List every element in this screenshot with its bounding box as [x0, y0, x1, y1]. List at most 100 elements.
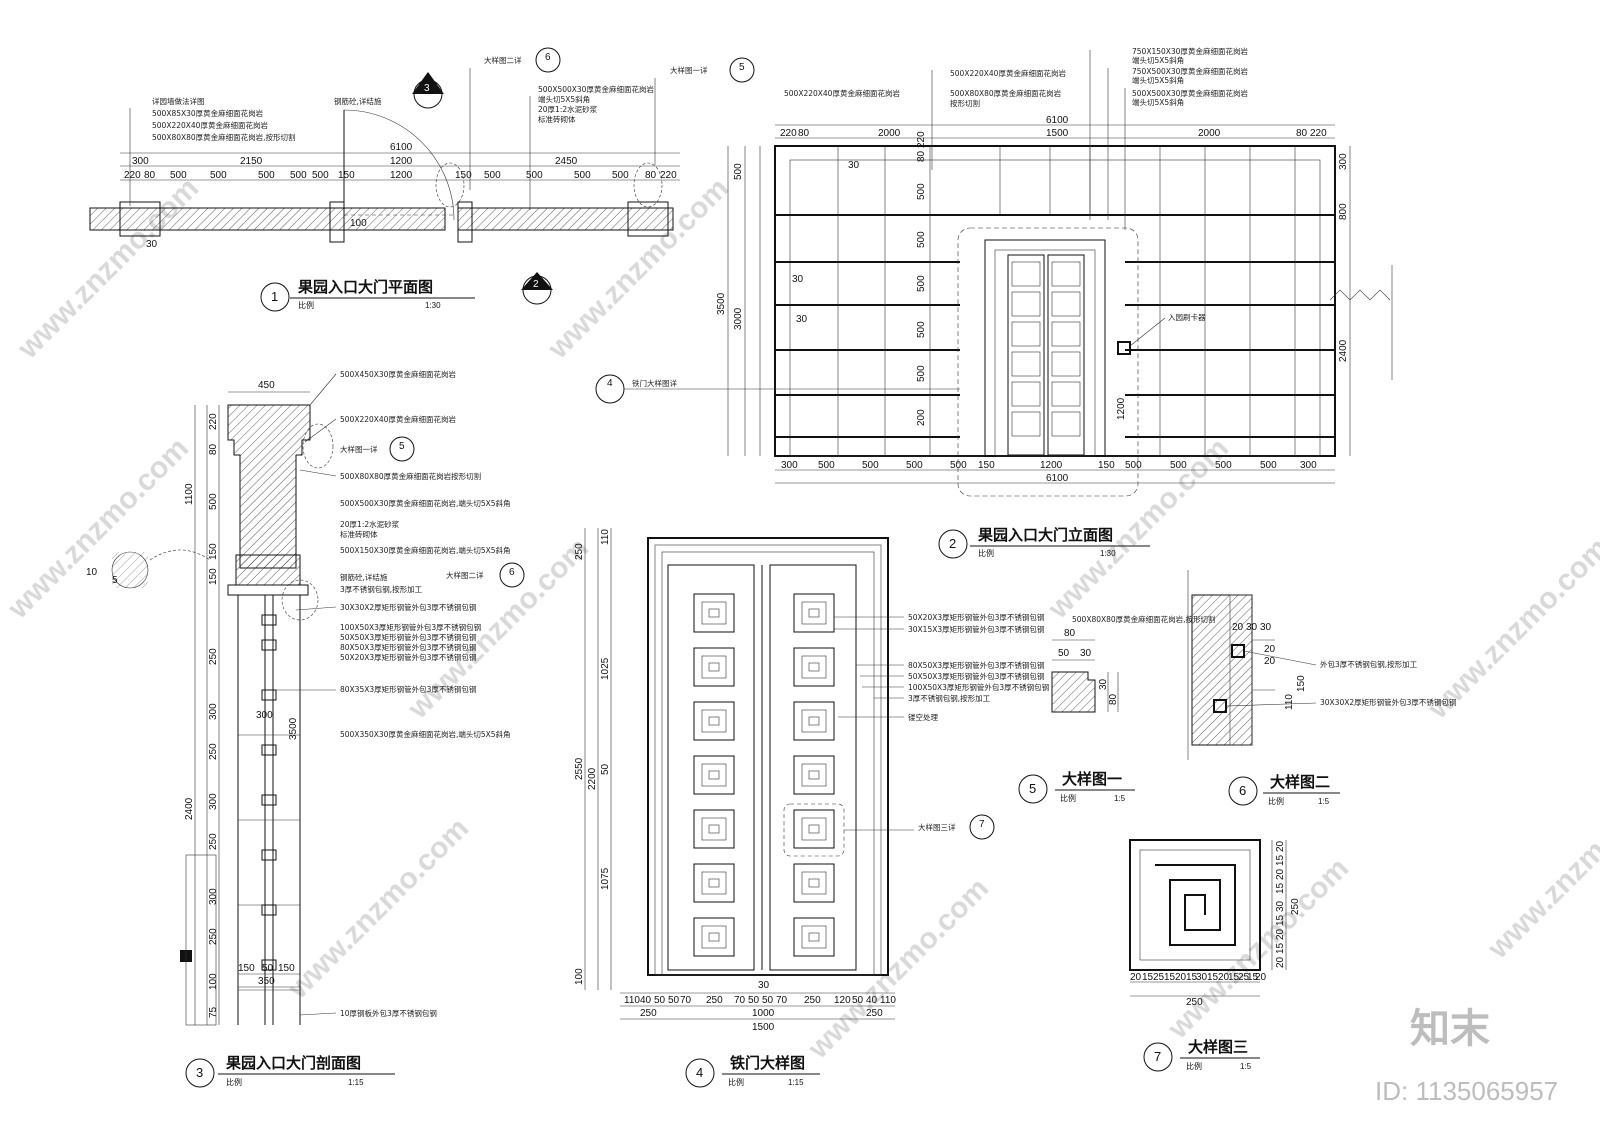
dim-label: 300: [208, 793, 219, 810]
dim-label: 500: [1215, 460, 1232, 471]
dim-label: 500: [916, 183, 927, 200]
drawing-1-plan: 6100 300 2150 1200 2450 220 80 500 500 5…: [89, 47, 755, 312]
dim-label: 15: [1186, 972, 1198, 983]
dim-label: 80: [1064, 628, 1076, 639]
dim-label: 50: [852, 995, 864, 1006]
drawing-number: 2: [949, 536, 956, 551]
dim-label: 500: [1125, 460, 1142, 471]
right-wall: [457, 207, 674, 231]
drawing-number: 1: [271, 289, 278, 304]
note: 端头切5X5斜角: [1132, 55, 1184, 65]
dim-label: 250: [866, 1008, 883, 1019]
drawing-title: 大样图三: [1188, 1038, 1248, 1056]
callout-number: 5: [739, 62, 745, 73]
dim-label: 150: [978, 460, 995, 471]
note: 钢筋砼,详结施: [340, 572, 388, 582]
note: 500X150X30厚黄金麻细面花岗岩,端头切5X5斜角: [340, 545, 511, 555]
dim-label: 220: [660, 170, 677, 181]
section-mark-number: 2: [533, 279, 539, 290]
pier-cap: [227, 404, 311, 569]
note: 500X220X40厚黄金麻细面花岗岩: [340, 414, 456, 424]
dim-label: 150: [1098, 460, 1115, 471]
callout-label: 大样图二详: [484, 55, 522, 65]
drawing-title: 果园入口大门剖面图: [225, 1054, 361, 1072]
gate-outer-frame: [647, 537, 889, 976]
dim-label: 500: [290, 170, 307, 181]
scale-value: 1:15: [348, 1078, 364, 1087]
dim-label: 500: [1260, 460, 1277, 471]
scale-value: 1:5: [1318, 797, 1330, 806]
dim-label: 250: [706, 995, 723, 1006]
dim-label: 50: [600, 763, 611, 775]
gate-leaf-left: [667, 564, 755, 971]
watermark-text: www.znzmo.com: [1481, 772, 1600, 966]
drawing-title: 大样图二: [1270, 773, 1330, 791]
note: 100X50X3厚矩形钢管外包3厚不锈钢包钢: [340, 622, 481, 632]
watermark-text: www.znzmo.com: [1421, 532, 1600, 726]
drawing-number-circle: [1018, 774, 1048, 804]
detail7-right-dims: 20 15 20 15 30 15 20 15 20: [1275, 840, 1286, 968]
dim-label: 2450: [555, 156, 578, 167]
callout-number: 4: [607, 378, 613, 389]
note: 3厚不锈钢包钢,按形加工: [340, 584, 423, 594]
dim-label: 30: [758, 980, 770, 991]
plan-bottom-dims: 220 80 500 500 500 500 500 150 1200 150 …: [124, 170, 677, 181]
callout-number: 7: [979, 819, 985, 830]
dim-label: 1075: [600, 867, 611, 890]
dim-label: 2000: [1198, 128, 1221, 139]
dim-label: 30: [796, 314, 808, 325]
dim-label: 220: [916, 131, 927, 148]
dim-label: 250: [640, 1008, 657, 1019]
callout-bubble: [729, 57, 755, 83]
dim-label: 20: [1175, 972, 1187, 983]
dim-label: 500: [906, 460, 923, 471]
dim-label: 350: [258, 976, 275, 987]
callout-number: 6: [509, 567, 515, 578]
note: 80X35X3厚矩形钢管外包3厚不锈钢包钢: [340, 684, 476, 694]
scale-value: 1:5: [1114, 794, 1126, 803]
dim-label: 20: [1232, 622, 1244, 633]
dim-label: 300: [208, 703, 219, 720]
scale-label: 比例: [226, 1077, 242, 1087]
dim-label: 20: [1264, 644, 1276, 655]
note: 500X80X80厚黄金麻细面花岗岩: [950, 88, 1062, 98]
drawing-number: 4: [696, 1065, 703, 1080]
dim-label: 500: [916, 365, 927, 382]
dim-label: 500: [312, 170, 329, 181]
callout-bubble: [499, 562, 525, 588]
dim-label: 20: [1130, 972, 1142, 983]
drawing-title: 果园入口大门平面图: [297, 278, 433, 296]
dim-label: 10: [86, 567, 98, 578]
dim-label: 100: [350, 218, 367, 229]
dim-label: 1500: [1046, 128, 1069, 139]
stone-grid: [775, 146, 1335, 456]
drawing-number-circle: [185, 1058, 215, 1088]
dim-label: 250: [208, 743, 219, 760]
note: 外包3厚不锈钢包钢,按形加工: [1320, 659, 1418, 669]
dim-label: 70: [776, 995, 788, 1006]
drawing-title: 铁门大样图: [730, 1054, 805, 1072]
section-mark-number: 3: [424, 83, 430, 94]
detail-region-dashed: [957, 227, 1139, 497]
note: 端头切5X5斜角: [1132, 97, 1184, 107]
scale-label: 比例: [1268, 796, 1284, 806]
note: 500X85X30厚黄金麻细面花岗岩: [152, 108, 264, 118]
card-reader: [1117, 341, 1131, 355]
drawing-7-detail: 20 15 25 15 20 15 30 15 20 15 25 15 20 2…: [1129, 839, 1301, 1072]
callout-label: 大样图二详: [446, 570, 484, 580]
brand-mark: 知末 ID: 1135065957: [1375, 1006, 1558, 1106]
dim-label: 220: [124, 170, 141, 181]
dim-label: 1200: [390, 170, 413, 181]
dim-label: 50: [262, 963, 274, 974]
gate-bottom-dims: 110 40 50 50 70 250 70 50 50 70 250 120 …: [624, 995, 896, 1006]
dim-label: 300: [132, 156, 149, 167]
dim-label: 5: [112, 575, 118, 586]
image-id: ID: 1135065957: [1375, 1076, 1558, 1106]
note: 500X450X30厚黄金麻细面花岗岩: [340, 369, 456, 379]
drawing-number-circle: [1143, 1042, 1173, 1072]
note: 3厚不锈钢包钢,按形加工: [908, 693, 991, 703]
dim-label: 150: [455, 170, 472, 181]
gate-leaf-right: [1047, 254, 1085, 456]
elevation-bottom-dims: 300 500 500 500 500 150 1200 150 500 500…: [781, 460, 1317, 471]
left-pier: [119, 201, 161, 237]
